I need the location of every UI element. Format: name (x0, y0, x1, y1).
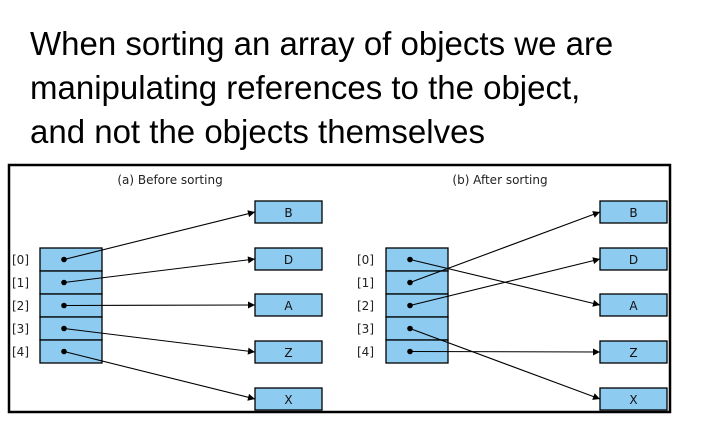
before-array-cell (39, 270, 103, 295)
after-caption: (b) After sorting (452, 173, 547, 187)
before-array-cell (39, 339, 103, 364)
before-array-cell (39, 316, 103, 341)
after-reference-arrow (409, 348, 601, 356)
after-object-label: D (629, 253, 638, 267)
before-object-label: B (284, 206, 292, 220)
after-reference-arrow (409, 257, 601, 307)
slide-heading: When sorting an array of objects we are … (30, 22, 710, 154)
after-reference-dot (407, 279, 413, 286)
before-index-label: [2] (12, 299, 29, 313)
before-reference-dot (61, 348, 67, 355)
before-reference-arrow (63, 256, 256, 284)
after-reference-dot (407, 348, 413, 355)
after-object-label: X (629, 393, 637, 407)
figure-frame (7, 163, 672, 414)
after-index-label: [1] (357, 276, 374, 290)
after-reference-arrow (409, 211, 601, 284)
before-index-label: [3] (12, 322, 29, 336)
heading-line-2: manipulating references to the object, (30, 69, 581, 106)
after-index-label: [0] (357, 253, 374, 267)
after-object-label: B (629, 206, 637, 220)
before-reference-dot (61, 325, 67, 332)
after-array-cell (385, 316, 449, 341)
before-object-label: Z (284, 346, 292, 360)
heading-line-3: and not the objects themselves (30, 113, 485, 150)
before-reference-arrow (63, 327, 256, 355)
before-reference-arrow (63, 301, 256, 309)
before-index-label: [1] (12, 276, 29, 290)
after-object-label: Z (629, 346, 637, 360)
after-reference-dot (407, 302, 413, 309)
panel-after-sorting: (b) After sorting [0] [1] [2] [3] [4] B D A Z X (357, 173, 668, 411)
after-object-label: A (629, 299, 638, 313)
before-object-label: X (284, 393, 292, 407)
before-reference-arrow (63, 350, 256, 401)
after-index-label: [3] (357, 322, 374, 336)
before-array-cell (39, 247, 103, 272)
before-reference-dot (61, 279, 67, 286)
before-index-label: [0] (12, 253, 29, 267)
before-caption: (a) Before sorting (117, 173, 222, 187)
before-index-label: [4] (12, 345, 29, 359)
after-reference-dot (407, 256, 413, 263)
before-object-label: A (284, 299, 293, 313)
before-reference-dot (61, 302, 67, 309)
before-object-label: D (284, 253, 293, 267)
after-array-cell (385, 247, 449, 272)
before-reference-dot (61, 256, 67, 263)
after-array-cell (385, 270, 449, 295)
before-reference-arrow (63, 210, 256, 261)
panel-before-sorting: (a) Before sorting [0] [1] [2] [3] [4] B D A Z X (12, 173, 323, 411)
after-index-label: [4] (357, 345, 374, 359)
after-index-label: [2] (357, 299, 374, 313)
heading-line-1: When sorting an array of objects we are (30, 25, 614, 62)
after-array-cell (385, 293, 449, 318)
after-reference-dot (407, 325, 413, 332)
after-reference-arrow (409, 327, 601, 400)
